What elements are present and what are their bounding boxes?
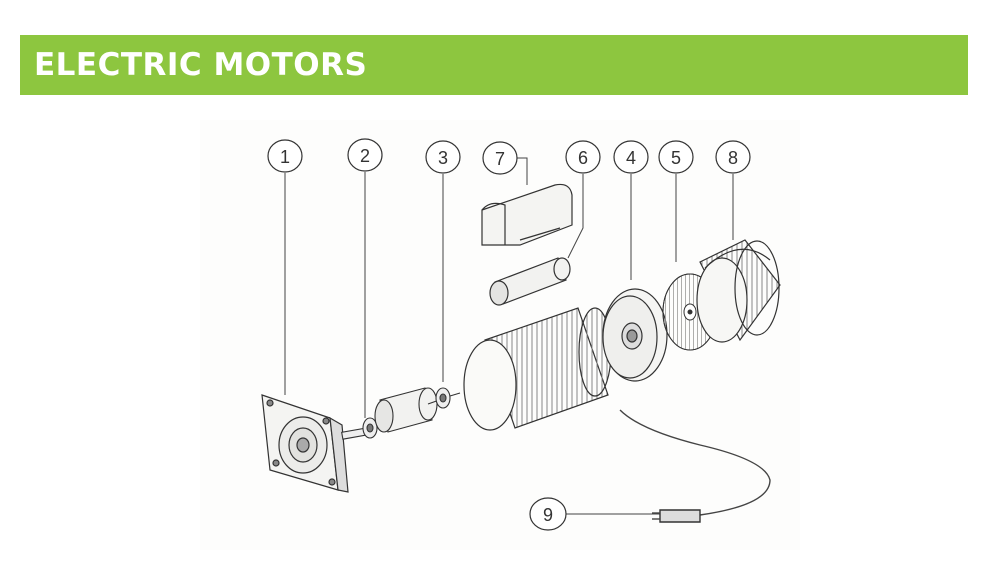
exploded-motor-diagram: 1 2 3 7 6 4 5 bbox=[200, 120, 800, 550]
label-markers: 1 2 3 7 6 4 5 bbox=[267, 138, 751, 531]
label-4-text: 4 bbox=[626, 148, 636, 168]
part-rotor bbox=[374, 387, 446, 433]
title-banner: ELECTRIC MOTORS bbox=[20, 35, 968, 95]
part-stator-housing bbox=[463, 307, 612, 431]
label-1-text: 1 bbox=[280, 147, 290, 167]
part-rear-bearing bbox=[435, 387, 461, 409]
part-end-shield bbox=[602, 288, 668, 382]
leader-lines bbox=[284, 157, 734, 515]
part-capacitor bbox=[489, 257, 571, 306]
page-title: ELECTRIC MOTORS bbox=[34, 47, 368, 83]
label-9-text: 9 bbox=[543, 505, 553, 525]
label-8-text: 8 bbox=[728, 148, 738, 168]
part-power-cord bbox=[619, 409, 771, 523]
label-5: 5 bbox=[658, 140, 694, 174]
label-2: 2 bbox=[347, 138, 383, 172]
label-3: 3 bbox=[425, 140, 461, 174]
label-7-text: 7 bbox=[495, 149, 505, 169]
label-7: 7 bbox=[482, 141, 518, 175]
label-6: 6 bbox=[565, 140, 601, 174]
label-3-text: 3 bbox=[438, 148, 448, 168]
label-8: 8 bbox=[715, 140, 751, 174]
part-shaft-bearing bbox=[341, 417, 378, 440]
label-9: 9 bbox=[529, 497, 567, 531]
label-2-text: 2 bbox=[360, 146, 370, 166]
part-end-plate bbox=[261, 394, 349, 493]
label-6-text: 6 bbox=[578, 148, 588, 168]
part-terminal-box bbox=[481, 183, 573, 246]
label-4: 4 bbox=[613, 140, 649, 174]
label-1: 1 bbox=[267, 139, 303, 173]
label-5-text: 5 bbox=[671, 148, 681, 168]
diagram-svg: 1 2 3 7 6 4 5 bbox=[261, 138, 781, 531]
part-fan-cowl bbox=[696, 239, 781, 343]
